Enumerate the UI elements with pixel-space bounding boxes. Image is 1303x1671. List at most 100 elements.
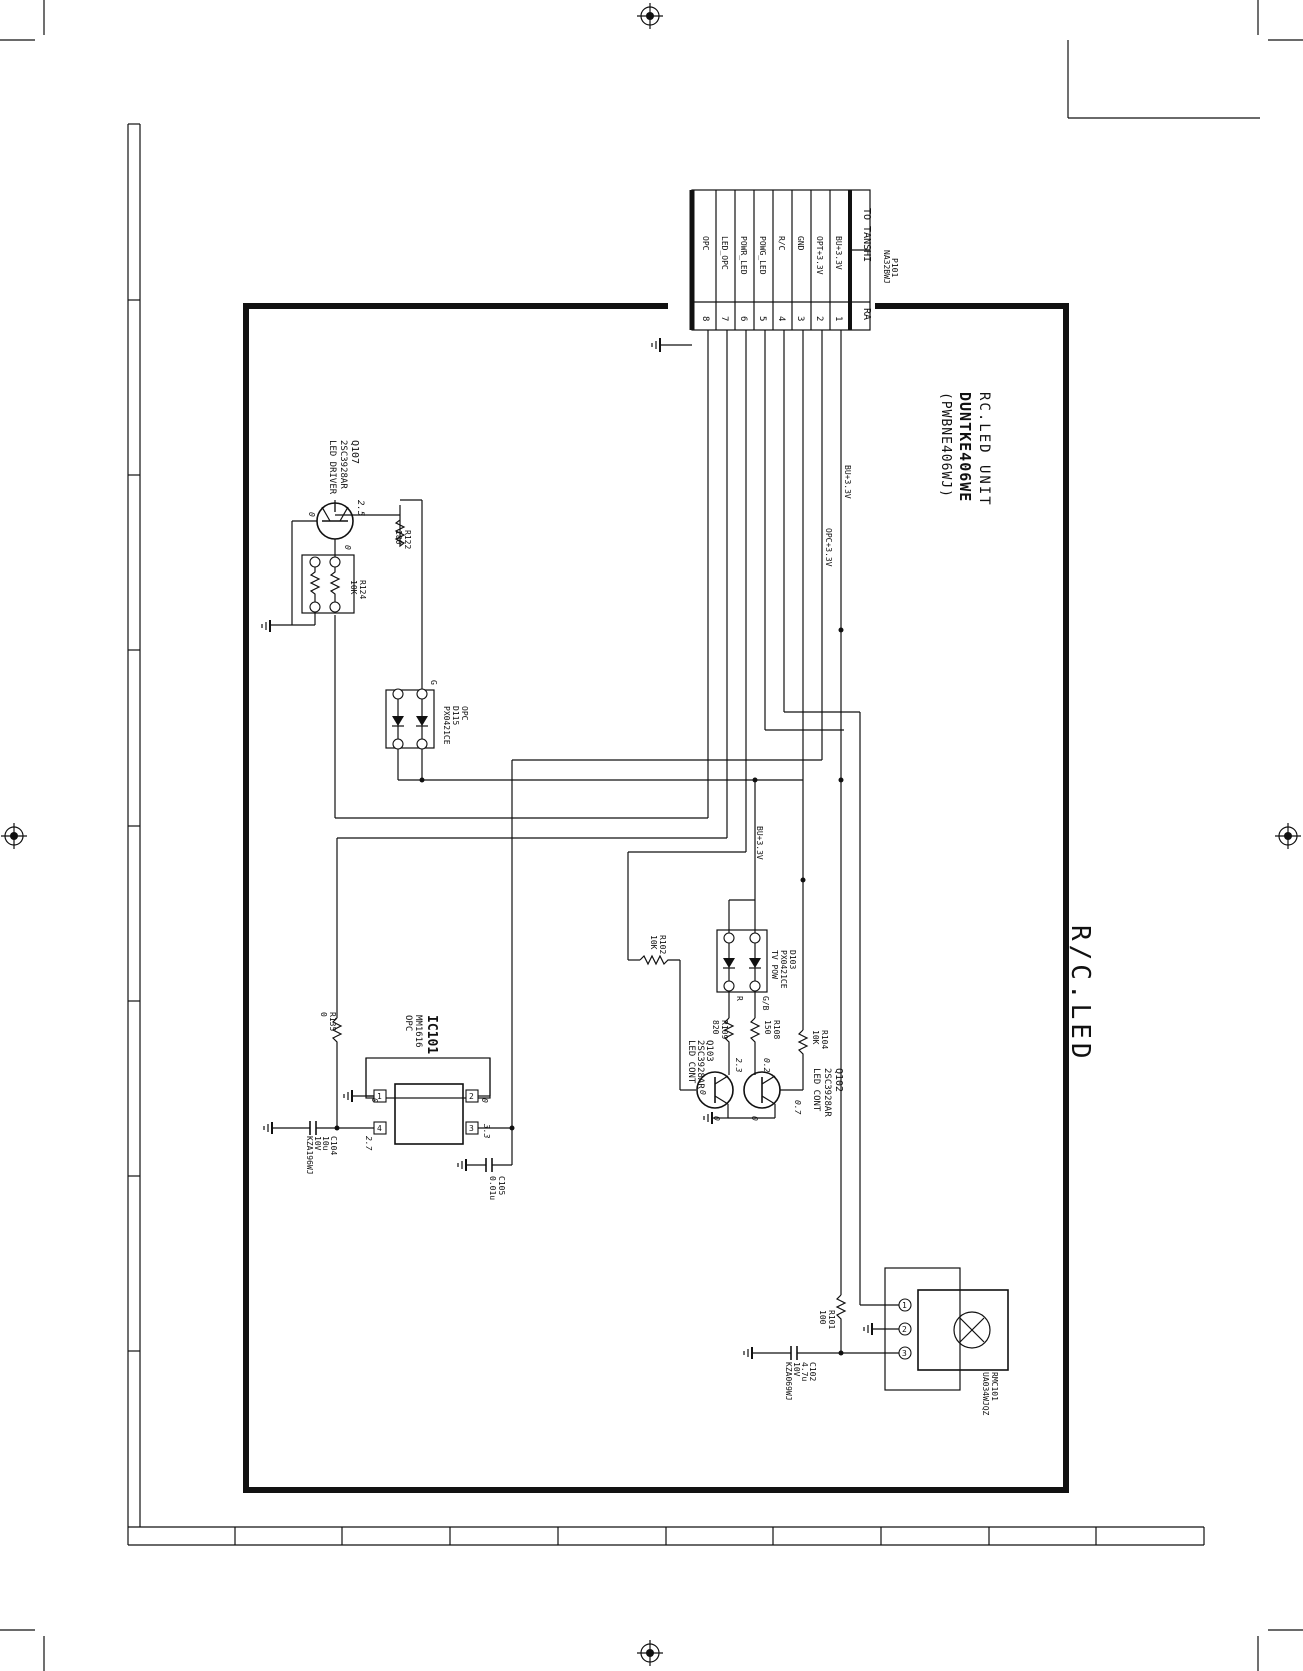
unit-pwb-number: (PWBNE406WJ): [938, 392, 953, 498]
q102-part: 2SC3928AR: [822, 1068, 832, 1117]
zone-frame: [127, 123, 1205, 1546]
d103-part: PX0421CE: [779, 950, 788, 989]
d103-ref: D103: [788, 950, 797, 969]
pin-name: GND: [796, 236, 805, 251]
capacitor-c105: C105 0.01u: [457, 1128, 513, 1200]
q103-part: 2SC3928AR: [695, 1040, 705, 1089]
q107-voltage-c: 0: [343, 545, 352, 550]
capacitor-c104: C104 10u 10V KZA196WJ: [263, 1121, 338, 1175]
r101-ref: R101: [827, 1310, 836, 1329]
r109-ref: R109: [720, 1020, 729, 1039]
d103-function: TV POW: [770, 950, 779, 979]
rmc101-part: UA034WJQZ: [981, 1372, 990, 1416]
r135-value: 0: [319, 1012, 328, 1017]
r108-ref: R108: [772, 1020, 781, 1039]
net-label-opc: OPC+3.3V: [824, 528, 833, 567]
connector-pin-7: LED_OPC 7: [719, 236, 729, 321]
pin-name: OPT+3.3V: [815, 236, 824, 275]
resistor-r109: R109 820: [711, 991, 735, 1075]
ic101-pin-4: 4: [377, 1124, 382, 1133]
ic101-pin-1: 1: [377, 1092, 382, 1101]
pin-number: 7: [719, 316, 729, 321]
diode-d103: D103 PX0421CE TV POW G/B R: [716, 899, 797, 1011]
rmc101-pin-3: 3: [902, 1349, 907, 1358]
connector-destination: TO TANSHI: [861, 208, 872, 262]
resistor-r122: R122 180: [394, 499, 423, 690]
pin-name: LED_OPC: [720, 236, 729, 270]
diode-d115: OPC D115 PX0421CE G: [385, 680, 469, 781]
d115-label: OPC: [460, 706, 469, 721]
c105-value: 0.01u: [488, 1176, 497, 1200]
net-label-bu: BU+3.3V: [843, 465, 852, 499]
q102-function: LED CONT: [811, 1068, 821, 1112]
c104-ref: C104: [329, 1136, 338, 1155]
connector-pin-3: GND 3: [795, 236, 805, 321]
c105-ref: C105: [497, 1176, 506, 1195]
q107-voltage-b: 2.5: [355, 500, 365, 516]
c102-part: KZA069WJ: [784, 1362, 793, 1401]
capacitor-c102: C102 4.7u 10V KZA069WJ: [743, 1346, 905, 1401]
c102-value: 4.7u: [800, 1362, 809, 1381]
registration-mark-top: [637, 3, 663, 29]
ic101-voltage-out: 2.7: [364, 1136, 373, 1151]
connector-pin-8: OPC 8: [700, 236, 710, 321]
registration-mark-bottom: [637, 1640, 663, 1666]
q103-function: LED CONT: [686, 1040, 696, 1084]
net-label-bu-2: BU+3.3V: [755, 826, 764, 860]
r109-value: 820: [711, 1020, 720, 1035]
r124-value: 10K: [349, 580, 358, 595]
q103-voltage-3: 0: [698, 1090, 707, 1095]
transistor-q107: Q107 2SC3928AR LED DRIVER 2.5 0 0: [291, 440, 400, 625]
ic101-ref: IC101: [424, 1015, 439, 1054]
d115-ref: D115: [451, 706, 460, 725]
ic101-voltage-in: 3.3: [482, 1123, 491, 1139]
resistor-r102: R102 10K: [628, 935, 696, 1091]
r102-value: 10K: [649, 935, 658, 950]
resistor-r135: R135 0: [319, 1012, 343, 1128]
q107-ref: Q107: [349, 440, 360, 464]
c104-value: 10u: [321, 1136, 330, 1151]
pin-name: POWR_LED: [739, 236, 748, 275]
sensor-rmc101: 1 2 3 RMC101 UA034WJQZ: [863, 1267, 1009, 1416]
ic101-pin-3: 3: [469, 1124, 474, 1133]
registration-mark-left: [1, 823, 27, 849]
ic101-part: MM1616: [413, 1015, 423, 1048]
ground-symbol: [651, 338, 692, 352]
pin-number: 8: [700, 316, 710, 321]
r108-value: 150: [763, 1020, 772, 1035]
q107-voltage-e: 0: [307, 512, 316, 517]
pin-number: 2: [814, 316, 824, 321]
ic101-voltage-a: 0: [370, 1098, 379, 1103]
d103-pin-gb: G/B: [761, 996, 770, 1011]
ic101-function: OPC: [403, 1015, 413, 1031]
pin-number: 5: [757, 316, 767, 321]
unit-label: RC.LED UNIT DUNTKE406WE (PWBNE406WJ): [938, 392, 992, 507]
c104-part: KZA196WJ: [305, 1136, 314, 1175]
q107-part: 2SC3928AR: [338, 440, 348, 489]
pcb-outline: [243, 303, 1069, 1493]
connector-pin-2: OPT+3.3V 2: [814, 236, 824, 321]
q103-ref: Q103: [704, 1040, 714, 1062]
unit-part-number: DUNTKE406WE: [956, 392, 974, 502]
q102-voltage-2: 0.7: [793, 1100, 802, 1115]
c102-voltage: 10V: [792, 1362, 801, 1377]
connector-type: RA: [861, 308, 872, 320]
rmc101-ref: RMC101: [990, 1372, 999, 1401]
connector-p101: P101 NA32BWJ TO TANSHI RA BU+3.3V 1 OPT+…: [689, 189, 899, 331]
r104-value: 10K: [811, 1030, 820, 1045]
connector-pin-5: POWG_LED 5: [757, 236, 767, 321]
sheet-title: R/C.LED: [1065, 925, 1095, 1063]
connector-part: NA32BWJ: [882, 250, 891, 284]
resistor-r104: R104 10K: [780, 1029, 829, 1091]
registration-mark-right: [1275, 823, 1301, 849]
resistor-r108: R108 150: [749, 991, 781, 1075]
r122-value: 180: [394, 530, 403, 545]
q107-function: LED DRIVER: [327, 440, 337, 495]
r101-value: 100: [818, 1310, 827, 1325]
r135-ref: R135: [328, 1012, 337, 1031]
wire-harness: [334, 330, 905, 1306]
d115-part: PX0421CE: [442, 706, 451, 745]
d103-pin-r: R: [735, 996, 744, 1001]
